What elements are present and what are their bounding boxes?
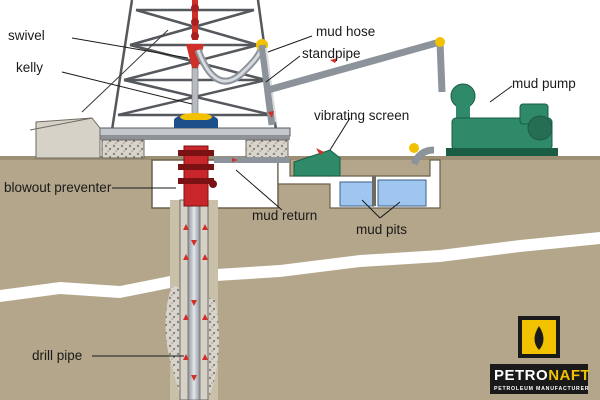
- vibrating-screen: [294, 148, 340, 176]
- label-mud-return: mud return: [252, 208, 317, 223]
- label-standpipe: standpipe: [302, 46, 361, 61]
- rig-floor: [100, 128, 290, 136]
- drawworks-house: [36, 118, 100, 158]
- brand-name-part1: PETRO: [494, 367, 548, 384]
- label-mud-hose: mud hose: [316, 24, 375, 39]
- label-kelly: kelly: [16, 60, 43, 75]
- label-mud-pump: mud pump: [512, 76, 576, 91]
- svg-text:PETRONAFT: PETRONAFT: [494, 367, 590, 384]
- label-drill-pipe: drill pipe: [32, 348, 82, 363]
- label-blowout-preventer: blowout preventer: [4, 180, 112, 195]
- brand-name-part2: NAFT: [548, 367, 590, 384]
- brand-tagline: PETROLEUM MANUFACTURER: [494, 386, 589, 392]
- kelly: [192, 68, 198, 116]
- label-mud-pits: mud pits: [356, 222, 407, 237]
- label-vibrating-screen: vibrating screen: [314, 108, 409, 123]
- label-swivel: swivel: [8, 28, 45, 43]
- mud-pump: [409, 84, 558, 164]
